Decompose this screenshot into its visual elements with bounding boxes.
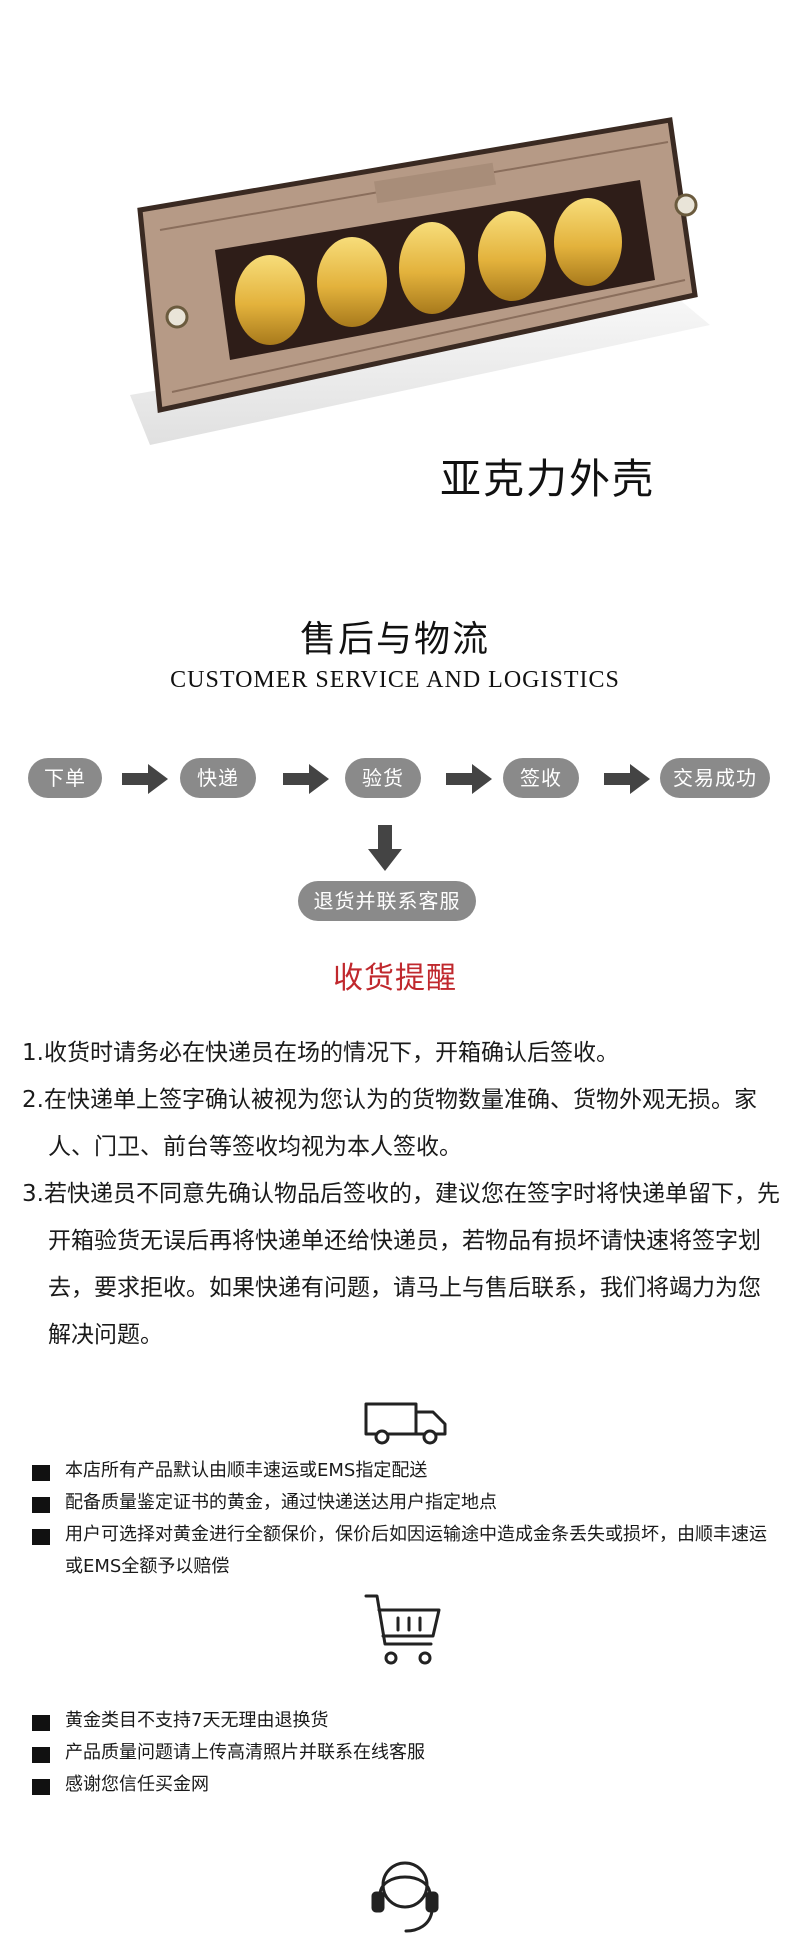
list-item: 感谢您信任买金网	[30, 1769, 780, 1801]
list-item: 本店所有产品默认由顺丰速运或EMS指定配送	[30, 1455, 780, 1487]
arrow-right-icon	[604, 764, 650, 794]
list-item: 配备质量鉴定证书的黄金，通过快递送达用户指定地点	[30, 1487, 780, 1519]
shopping-cart-icon	[364, 1594, 441, 1665]
bullet-square-icon	[32, 1529, 50, 1545]
bullet-square-icon	[32, 1497, 50, 1513]
list-item: 用户可选择对黄金进行全额保价，保价后如因运输途中造成金条丢失或损坏，由顺丰速运或…	[30, 1519, 780, 1583]
list-item: 产品质量问题请上传高清照片并联系在线客服	[30, 1737, 780, 1769]
truck-icon	[364, 1402, 447, 1445]
list-item: 黄金类目不支持7天无理由退换货	[30, 1705, 780, 1737]
headset-icon	[371, 1861, 439, 1933]
flow-step-delivery: 快递	[180, 758, 256, 798]
bullet-square-icon	[32, 1465, 50, 1481]
reminder-item: 2.在快递单上签字确认被视为您认为的货物数量准确、货物外观无损。家人、门卫、前台…	[22, 1087, 757, 1160]
arrow-right-icon	[446, 764, 492, 794]
bullet-square-icon	[32, 1747, 50, 1763]
flow-step-return: 退货并联系客服	[298, 881, 476, 921]
policy-list: 黄金类目不支持7天无理由退换货 产品质量问题请上传高清照片并联系在线客服 感谢您…	[30, 1705, 780, 1801]
flow-step-inspect: 验货	[345, 758, 421, 798]
reminder-item: 3.若快递员不同意先确认物品后签收的，建议您在签字时将快递单留下，先开箱验货无误…	[22, 1181, 780, 1348]
reminder-title: 收货提醒	[333, 961, 457, 996]
flow-step-sign: 签收	[503, 758, 579, 798]
flow-step-order: 下单	[28, 758, 102, 798]
shipping-list: 本店所有产品默认由顺丰速运或EMS指定配送 配备质量鉴定证书的黄金，通过快递送达…	[30, 1455, 780, 1583]
arrow-right-icon	[122, 764, 168, 794]
section-subtitle: CUSTOMER SERVICE AND LOGISTICS	[170, 667, 620, 693]
arrow-right-icon	[283, 764, 329, 794]
section-title: 售后与物流	[299, 619, 490, 660]
reminder-item: 1.收货时请务必在快递员在场的情况下，开箱确认后签收。	[22, 1040, 619, 1066]
reminder-list: 1.收货时请务必在快递员在场的情况下，开箱确认后签收。 2.在快递单上签字确认被…	[22, 1030, 782, 1359]
product-caption: 亚克力外壳	[440, 455, 655, 503]
product-photo	[130, 117, 710, 445]
arrow-down-icon	[368, 825, 402, 871]
bullet-square-icon	[32, 1715, 50, 1731]
flow-step-complete: 交易成功	[660, 758, 770, 798]
bullet-square-icon	[32, 1779, 50, 1795]
